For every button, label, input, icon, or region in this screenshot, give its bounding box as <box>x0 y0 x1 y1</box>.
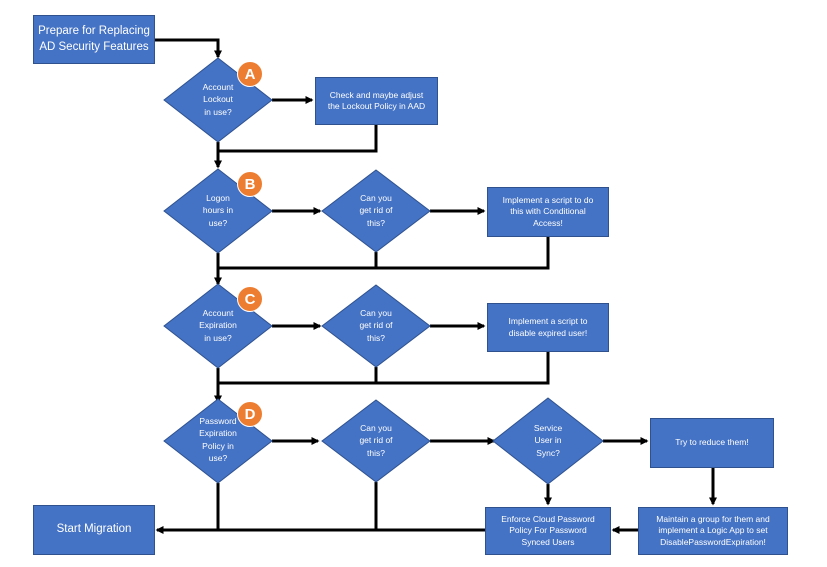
maintain-group-box: Maintain a group for them and implement … <box>638 507 788 555</box>
expiration-script-box: Implement a script to disable expired us… <box>487 303 609 352</box>
badge-c: C <box>237 286 263 312</box>
decision-logon-get-rid <box>321 169 431 253</box>
start-process-label: Prepare for Replacing AD Security Featur… <box>38 24 150 53</box>
connector-logon-script-return <box>218 237 550 270</box>
connector-adjust-return <box>218 125 378 153</box>
connector-expiration-script-return <box>218 352 550 385</box>
lockout-policy-label: Check and maybe adjust the Lockout Polic… <box>327 89 426 111</box>
start-migration-box: Start Migration <box>33 505 155 555</box>
enforce-policy-label: Enforce Cloud Password Policy For Passwo… <box>501 513 595 547</box>
decision-service-user <box>492 397 604 485</box>
start-migration-label: Start Migration <box>56 523 132 536</box>
expiration-script-label: Implement a script to disable expired us… <box>508 316 588 338</box>
badge-a: A <box>237 61 263 87</box>
connectors <box>155 38 717 534</box>
reduce-box: Try to reduce them! <box>650 418 774 468</box>
start-process-box: Prepare for Replacing AD Security Featur… <box>33 15 155 64</box>
badge-d: D <box>237 401 263 427</box>
maintain-group-label: Maintain a group for them and implement … <box>656 513 770 547</box>
lockout-policy-box: Check and maybe adjust the Lockout Polic… <box>315 77 438 125</box>
logon-script-box: Implement a script to do this with Condi… <box>487 187 609 237</box>
connector-start-to-lockout <box>155 38 222 59</box>
decision-password-get-rid <box>321 399 431 483</box>
reduce-label: Try to reduce them! <box>675 437 749 448</box>
enforce-policy-box: Enforce Cloud Password Policy For Passwo… <box>485 507 611 555</box>
badge-b: B <box>237 171 263 197</box>
logon-script-label: Implement a script to do this with Condi… <box>502 194 594 228</box>
decision-expiration-get-rid <box>321 284 431 368</box>
